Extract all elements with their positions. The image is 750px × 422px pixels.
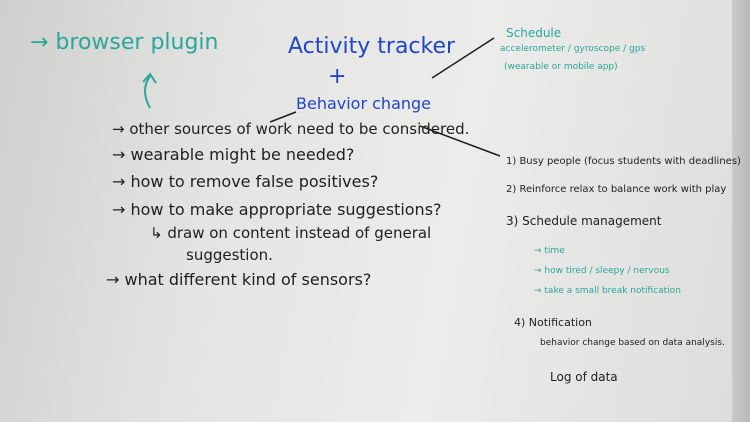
up-arrow-curve	[144, 75, 151, 109]
whiteboard-frame	[732, 0, 750, 422]
right-item-3: 3) Schedule management	[506, 214, 662, 228]
sensors-note: accelerometer / gyroscope / gps	[500, 44, 646, 54]
right-item-2: 2) Reinforce relax to balance work with …	[506, 184, 727, 195]
line-to-left-list	[269, 111, 297, 123]
plus-sign: +	[328, 64, 347, 89]
right-sub-2: → how tired / sleepy / nervous	[534, 266, 670, 276]
schedule-note: Schedule	[506, 26, 562, 40]
left-item-6: → what different kind of sensors?	[106, 270, 372, 289]
right-item-4a: behavior change based on data analysis.	[540, 338, 725, 348]
activity-tracker-title: Activity tracker	[288, 34, 456, 59]
right-item-4b: Log of data	[550, 370, 618, 384]
left-item-2: → wearable might be needed?	[112, 145, 355, 164]
left-item-1: → other sources of work need to be consi…	[112, 120, 470, 138]
browser-plugin-note: → browser plugin	[30, 30, 219, 55]
up-arrow-head	[142, 72, 157, 84]
left-item-3: → how to remove false positives?	[112, 172, 379, 191]
right-item-4: 4) Notification	[514, 316, 592, 329]
right-sub-3: → take a small break notification	[534, 286, 681, 296]
left-item-4: → how to make appropriate suggestions?	[112, 200, 442, 219]
right-item-1: 1) Busy people (focus students with dead…	[506, 156, 741, 167]
behavior-change-title: Behavior change	[296, 94, 432, 113]
left-item-5b: suggestion.	[186, 246, 273, 264]
line-to-right-list	[419, 125, 501, 157]
wearable-note: (wearable or mobile app)	[504, 62, 618, 72]
line-to-schedule	[431, 37, 495, 79]
right-sub-1: → time	[534, 246, 565, 256]
left-item-5a: ↳ draw on content instead of general	[150, 224, 432, 242]
